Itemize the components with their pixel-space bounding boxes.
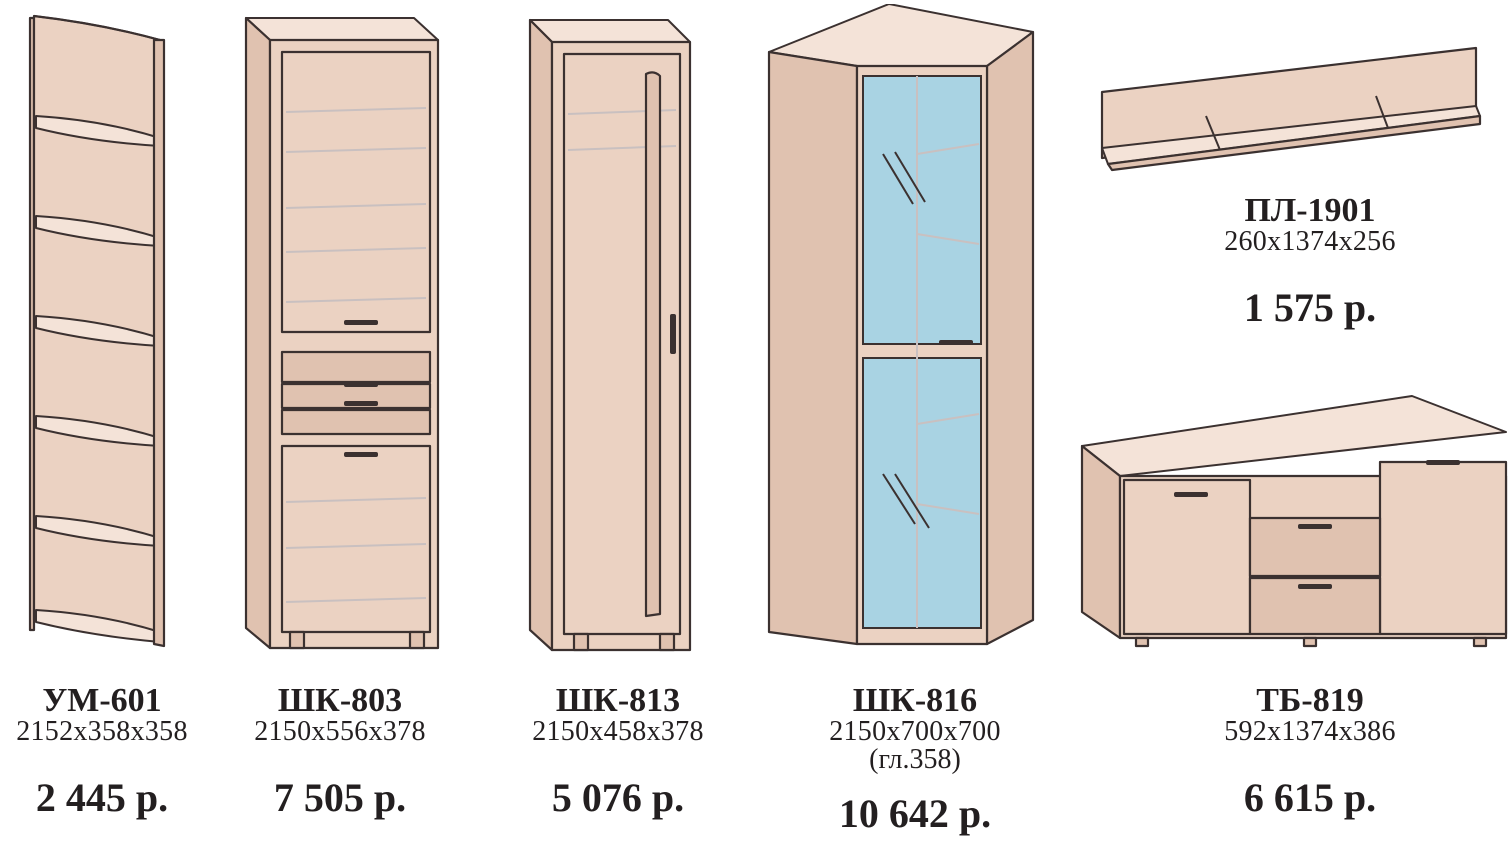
product-dimensions: 592х1374х386 — [1224, 716, 1396, 747]
product-dimensions: 2150х556х378 — [254, 716, 426, 747]
product-code: ШК-813 — [555, 682, 681, 719]
product-price: 1 575 р. — [1243, 285, 1377, 330]
product-code: ШК-803 — [277, 682, 403, 719]
product-depth-note: (гл.358) — [869, 744, 961, 775]
product-dimensions: 2150х458х378 — [532, 716, 704, 747]
product-price: 7 505 р. — [273, 775, 407, 820]
product-code: ПЛ-1901 — [1244, 192, 1376, 229]
product-code: ТБ-819 — [1256, 682, 1364, 719]
tv-stand-illustration — [1078, 392, 1510, 652]
product-price: 10 642 р. — [838, 791, 992, 836]
corner-wardrobe-illustration — [765, 4, 1040, 654]
corner-shelf-illustration — [22, 10, 172, 650]
product-code: УМ-601 — [42, 682, 162, 719]
wardrobe-illustration — [524, 14, 699, 654]
product-dimensions: 2152х358х358 — [16, 716, 188, 747]
product-price: 5 076 р. — [551, 775, 685, 820]
glass-cabinet-illustration — [240, 12, 445, 652]
product-code: ШК-816 — [852, 682, 978, 719]
product-price: 6 615 р. — [1243, 775, 1377, 820]
product-dimensions: 2150х700х700 — [829, 716, 1001, 747]
product-price: 2 445 р. — [35, 775, 169, 820]
wall-shelf-illustration — [1096, 44, 1486, 174]
product-dimensions: 260х1374х256 — [1224, 226, 1396, 257]
